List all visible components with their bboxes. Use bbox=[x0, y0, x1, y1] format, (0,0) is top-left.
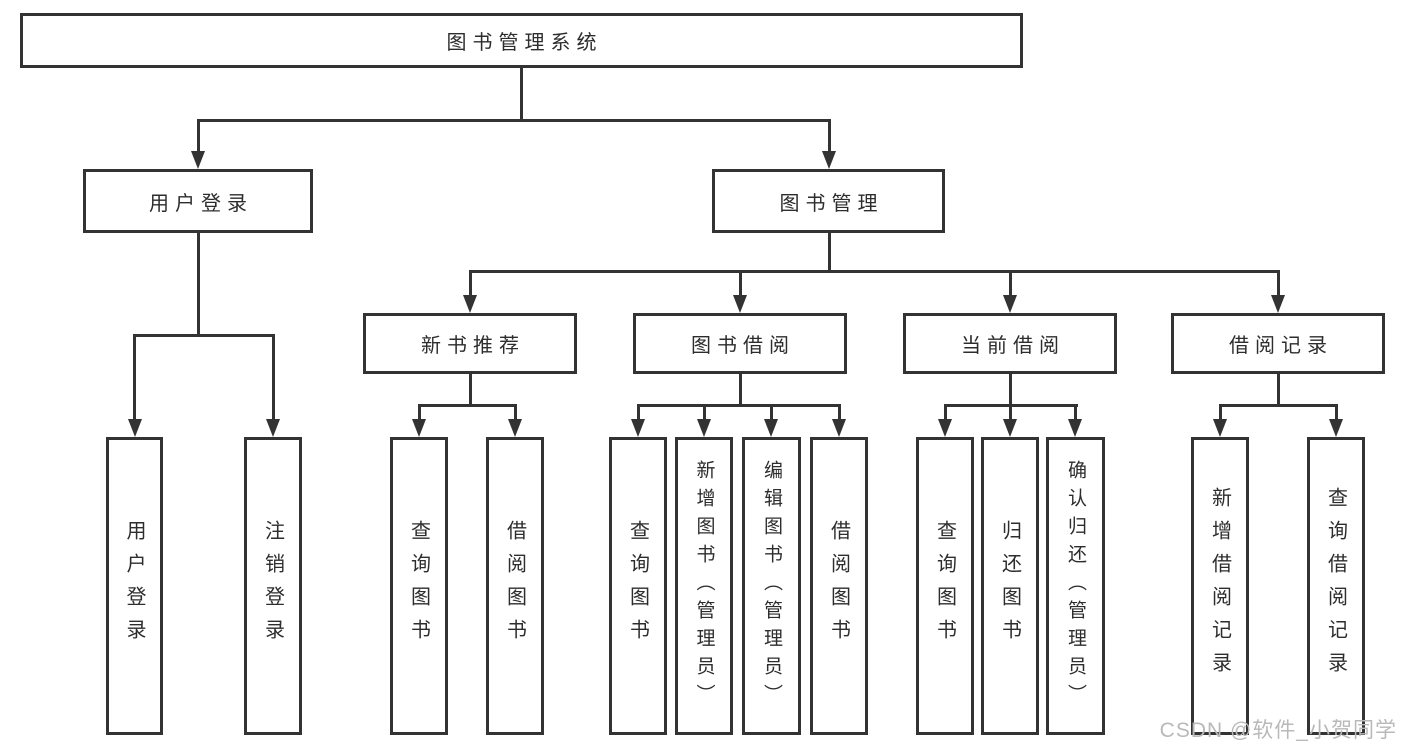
connector-arrowhead bbox=[631, 419, 645, 437]
connector-line bbox=[1009, 404, 1012, 423]
leaf-borrow-books: 借阅图书 bbox=[810, 437, 868, 735]
node-borrow-records: 借阅记录 bbox=[1171, 313, 1385, 374]
connector-line bbox=[133, 334, 136, 421]
leaf-add-book-admin-label: 新增图书（管理员） bbox=[693, 460, 715, 712]
leaf-query-books-recommend: 查询图书 bbox=[390, 437, 448, 735]
connector-line bbox=[1335, 404, 1338, 423]
leaf-edit-book-admin-label: 编辑图书（管理员） bbox=[761, 460, 782, 712]
connector-line bbox=[739, 373, 742, 407]
node-new-book-recommend-label: 新书推荐 bbox=[421, 335, 525, 357]
connector-line bbox=[944, 404, 947, 423]
leaf-user-login-label: 用户登录 bbox=[123, 520, 145, 652]
connector-line bbox=[514, 404, 517, 423]
connector-line bbox=[637, 404, 640, 423]
leaf-query-books-current-label: 查询图书 bbox=[933, 520, 956, 652]
connector-line bbox=[1277, 373, 1280, 407]
connector-line bbox=[739, 270, 742, 297]
leaf-query-books-current: 查询图书 bbox=[916, 437, 974, 735]
node-book-management: 图书管理 bbox=[712, 169, 945, 233]
leaf-confirm-return-admin: 确认归还（管理员） bbox=[1046, 437, 1105, 735]
node-book-borrow-label: 图书借阅 bbox=[691, 335, 795, 357]
leaf-add-borrow-record: 新增借阅记录 bbox=[1191, 437, 1249, 735]
connector-line bbox=[1074, 404, 1077, 423]
connector-line bbox=[1277, 270, 1280, 297]
connector-line bbox=[520, 66, 523, 122]
leaf-borrow-books-recommend-label: 借阅图书 bbox=[503, 520, 526, 652]
connector-arrowhead bbox=[1003, 295, 1017, 313]
connector-arrowhead bbox=[832, 419, 846, 437]
connector-arrowhead bbox=[1329, 419, 1343, 437]
connector-arrowhead bbox=[764, 419, 778, 437]
leaf-edit-book-admin: 编辑图书（管理员） bbox=[742, 437, 801, 735]
connector-line bbox=[838, 404, 841, 423]
csdn-watermark: CSDN @软件_小贺同学 bbox=[1159, 719, 1397, 742]
leaf-user-login: 用户登录 bbox=[106, 437, 163, 735]
leaf-confirm-return-admin-label: 确认归还（管理员） bbox=[1065, 460, 1086, 712]
leaf-query-books-borrow-label: 查询图书 bbox=[626, 520, 649, 652]
connector-line bbox=[197, 232, 200, 336]
leaf-add-borrow-record-label: 新增借阅记录 bbox=[1208, 487, 1231, 685]
leaf-logout: 注销登录 bbox=[244, 437, 302, 735]
connector-arrowhead bbox=[266, 419, 280, 437]
connector-line bbox=[828, 232, 831, 273]
node-borrow-records-label: 借阅记录 bbox=[1229, 335, 1333, 357]
connector-line bbox=[1219, 404, 1338, 407]
connector-line bbox=[418, 404, 421, 423]
connector-line bbox=[272, 334, 275, 421]
node-book-management-label: 图书管理 bbox=[779, 192, 884, 215]
connector-line bbox=[828, 119, 831, 155]
connector-arrowhead bbox=[938, 419, 952, 437]
node-library-system: 图书管理系统 bbox=[20, 13, 1023, 68]
leaf-query-borrow-record: 查询借阅记录 bbox=[1307, 437, 1365, 735]
connector-line bbox=[197, 119, 831, 122]
connector-arrowhead bbox=[463, 295, 477, 313]
connector-line bbox=[1219, 404, 1222, 423]
node-current-borrow-label: 当前借阅 bbox=[961, 335, 1065, 357]
connector-line bbox=[703, 404, 706, 423]
leaf-return-book: 归还图书 bbox=[981, 437, 1039, 735]
connector-arrowhead bbox=[1003, 419, 1017, 437]
connector-arrowhead bbox=[128, 419, 142, 437]
connector-line bbox=[469, 270, 472, 297]
connector-arrowhead bbox=[191, 151, 205, 169]
connector-arrowhead bbox=[733, 295, 747, 313]
leaf-query-books-borrow: 查询图书 bbox=[609, 437, 667, 735]
leaf-query-books-recommend-label: 查询图书 bbox=[407, 520, 430, 652]
leaf-return-book-label: 归还图书 bbox=[998, 520, 1021, 652]
connector-line bbox=[1009, 270, 1012, 297]
node-new-book-recommend: 新书推荐 bbox=[363, 313, 577, 374]
leaf-query-borrow-record-label: 查询借阅记录 bbox=[1324, 487, 1347, 685]
node-current-borrow: 当前借阅 bbox=[903, 313, 1117, 374]
connector-line bbox=[770, 404, 773, 423]
node-book-borrow: 图书借阅 bbox=[633, 313, 847, 374]
node-user-login: 用户登录 bbox=[83, 169, 313, 233]
connector-line bbox=[469, 270, 1280, 273]
connector-arrowhead bbox=[508, 419, 522, 437]
leaf-borrow-books-recommend: 借阅图书 bbox=[486, 437, 544, 735]
connector-arrowhead bbox=[412, 419, 426, 437]
connector-line bbox=[469, 373, 472, 407]
connector-line bbox=[197, 119, 200, 155]
connector-line bbox=[133, 334, 274, 337]
node-library-system-label: 图书管理系统 bbox=[446, 32, 603, 54]
node-user-login-label: 用户登录 bbox=[149, 192, 253, 215]
leaf-add-book-admin: 新增图书（管理员） bbox=[675, 437, 733, 735]
connector-line bbox=[418, 404, 517, 407]
leaf-borrow-books-label: 借阅图书 bbox=[827, 520, 850, 652]
connector-arrowhead bbox=[1271, 295, 1285, 313]
connector-arrowhead bbox=[697, 419, 711, 437]
connector-line bbox=[637, 404, 841, 407]
connector-line bbox=[1009, 373, 1012, 407]
connector-arrowhead bbox=[822, 151, 836, 169]
connector-arrowhead bbox=[1068, 419, 1082, 437]
leaf-logout-label: 注销登录 bbox=[261, 520, 284, 652]
connector-arrowhead bbox=[1213, 419, 1227, 437]
